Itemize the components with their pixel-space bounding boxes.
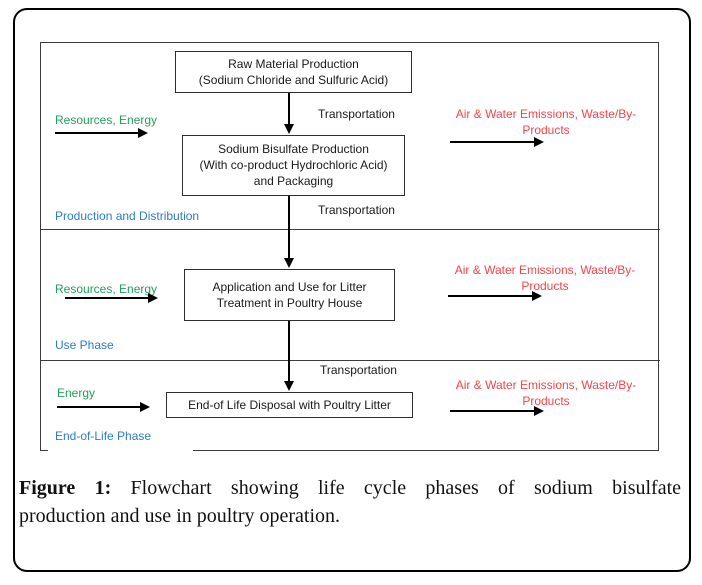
transportation-label-1: Transportation bbox=[318, 107, 395, 121]
box-line: End-of Life Disposal with Poultry Litter bbox=[188, 398, 391, 412]
caption-line-1: Figure 1: Flowchart showing life cycle p… bbox=[19, 474, 681, 502]
caption-line-1-text: Flowchart showing life cycle phases of s… bbox=[130, 477, 682, 499]
output-label-phase-2: Air & Water Emissions, Waste/By-Products bbox=[454, 263, 636, 293]
transportation-label-3: Transportation bbox=[320, 363, 397, 377]
arrow-right-icon bbox=[57, 402, 150, 412]
box-application-use: Application and Use for Litter Treatment… bbox=[184, 269, 395, 321]
caption-line-2: production and use in poultry operation. bbox=[19, 505, 341, 527]
input-label-phase-3: Energy bbox=[57, 386, 96, 400]
box-line: (Sodium Chloride and Sulfuric Acid) bbox=[198, 73, 389, 87]
box-line: Treatment in Poultry House bbox=[216, 296, 363, 310]
output-label-phase-3: Air & Water Emissions, Waste/By-Products bbox=[455, 378, 637, 408]
box-line: Sodium Bisulfate Production bbox=[218, 142, 369, 156]
frame-bottom-gap bbox=[48, 449, 193, 454]
input-label-phase-1: Resources, Energy bbox=[55, 113, 158, 127]
box-line: Raw Material Production bbox=[228, 57, 359, 71]
caption-figure-label: Figure 1: bbox=[19, 477, 112, 499]
box-line: and Packaging bbox=[253, 174, 334, 188]
output-label-phase-1: Air & Water Emissions, Waste/By-Products bbox=[455, 107, 637, 137]
input-label-phase-2: Resources, Energy bbox=[55, 282, 158, 296]
arrow-right-icon bbox=[448, 291, 542, 301]
arrow-down-icon bbox=[284, 321, 294, 391]
arrow-right-icon bbox=[65, 293, 158, 303]
arrow-down-icon bbox=[284, 93, 294, 134]
figure-caption: Figure 1: Flowchart showing life cycle p… bbox=[19, 474, 681, 530]
phase-name-use-phase: Use Phase bbox=[55, 338, 114, 352]
arrow-down-icon bbox=[284, 196, 294, 268]
box-line: Application and Use for Litter bbox=[212, 280, 367, 294]
arrow-right-icon bbox=[55, 128, 148, 138]
box-sodium-bisulfate-production: Sodium Bisulfate Production (With co-pro… bbox=[182, 135, 405, 196]
box-end-of-life-disposal: End-of Life Disposal with Poultry Litter bbox=[166, 392, 413, 418]
box-line: (With co-product Hydrochloric Acid) bbox=[199, 158, 388, 172]
figure-outer-border bbox=[13, 8, 691, 572]
flowchart-frame bbox=[40, 42, 659, 451]
phase-divider-2 bbox=[40, 360, 660, 361]
arrow-right-icon bbox=[450, 406, 544, 416]
phase-divider-1 bbox=[40, 229, 660, 230]
box-raw-material-production: Raw Material Production (Sodium Chloride… bbox=[175, 51, 412, 93]
transportation-label-2: Transportation bbox=[318, 203, 395, 217]
phase-name-end-of-life: End-of-Life Phase bbox=[55, 429, 152, 443]
phase-name-production-distribution: Production and Distribution bbox=[55, 209, 200, 223]
arrow-right-icon bbox=[450, 137, 544, 147]
